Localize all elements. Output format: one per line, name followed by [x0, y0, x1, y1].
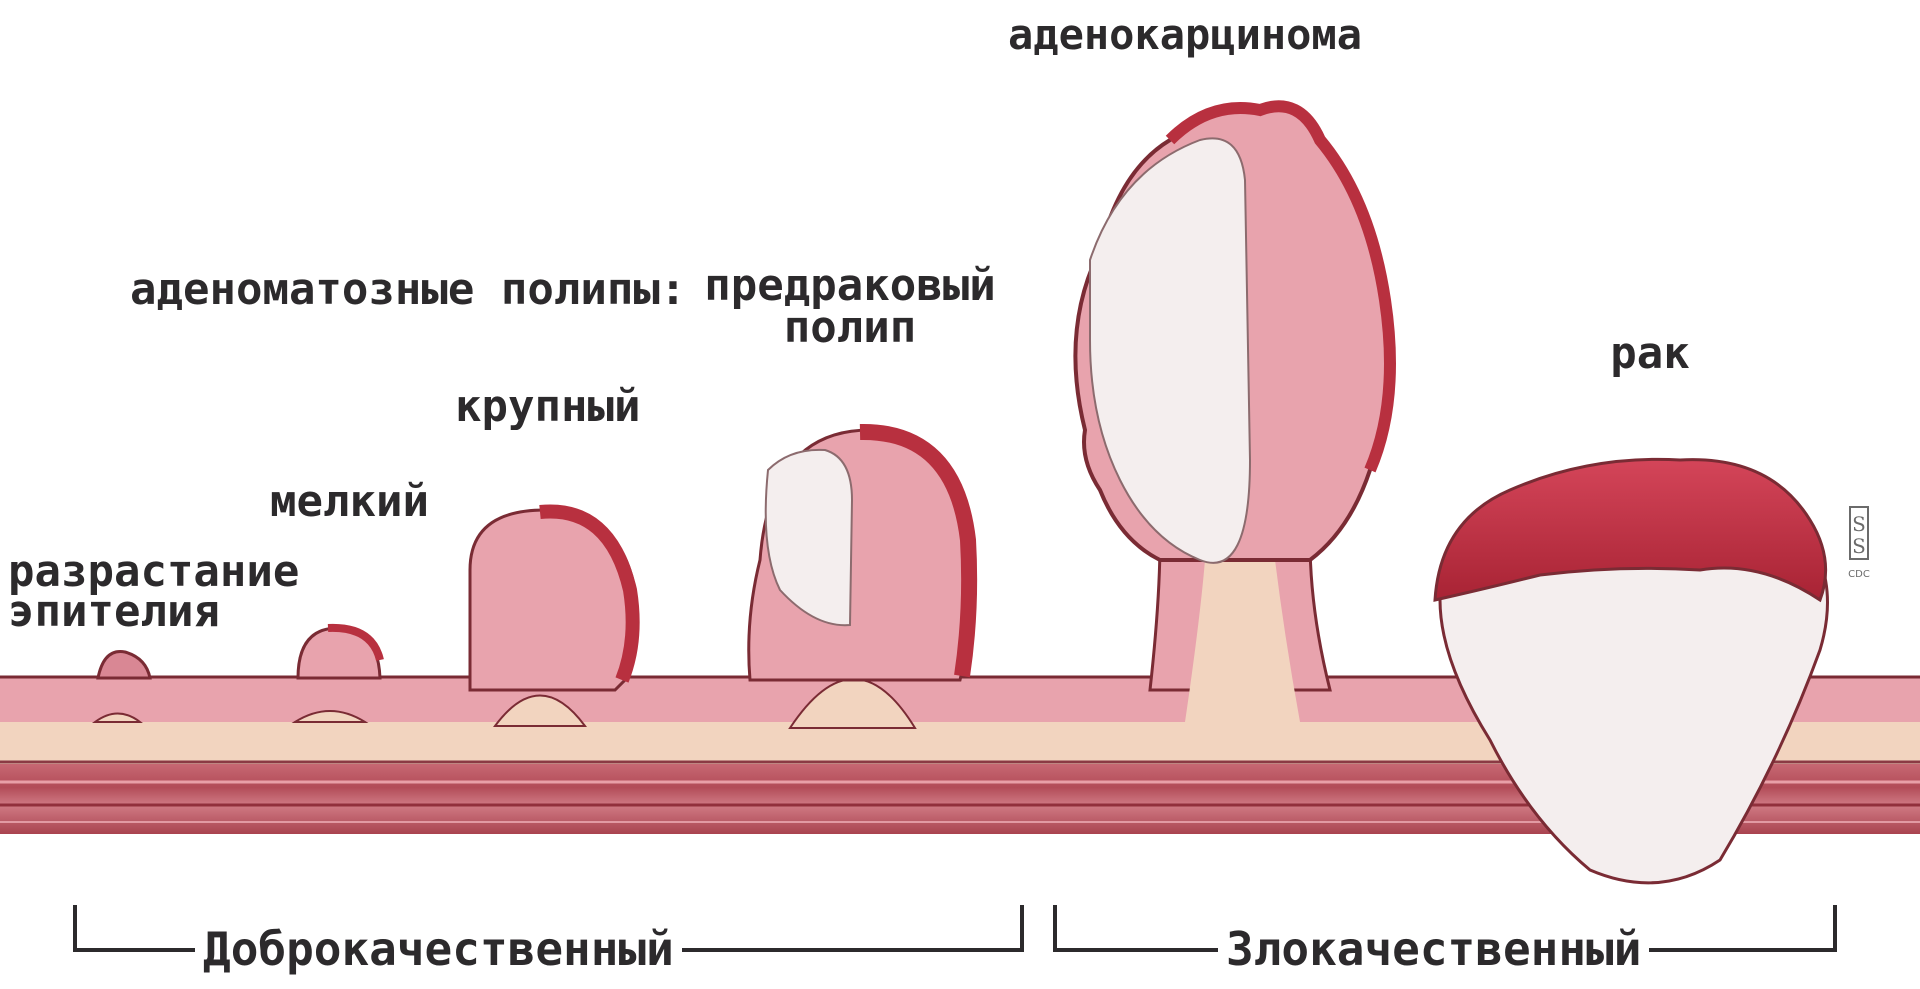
svg-text:S: S: [1852, 512, 1866, 536]
label-adenomatous-polyps: аденоматозные полипы:: [130, 268, 686, 312]
cancer-white-mass: [1440, 560, 1828, 883]
label-small: мелкий: [270, 480, 429, 524]
label-cancer: рак: [1610, 332, 1689, 376]
label-large: крупный: [455, 385, 640, 429]
label-epithelial-growth: разрастание эпителия: [8, 552, 299, 633]
watermark-icon: S S CDC: [1844, 505, 1874, 585]
label-benign-stage: Доброкачественный: [195, 926, 682, 972]
epithelial-growth-bump: [98, 652, 150, 678]
label-adenocarcinoma: аденокарцинома: [1008, 14, 1362, 56]
svg-text:CDC: CDC: [1848, 569, 1870, 580]
watermark-logo: S S CDC: [1844, 505, 1874, 589]
label-precancerous-polyp: предраковый полип: [704, 265, 995, 349]
svg-text:S: S: [1852, 534, 1866, 558]
label-malignant-stage: Злокачественный: [1218, 926, 1649, 972]
